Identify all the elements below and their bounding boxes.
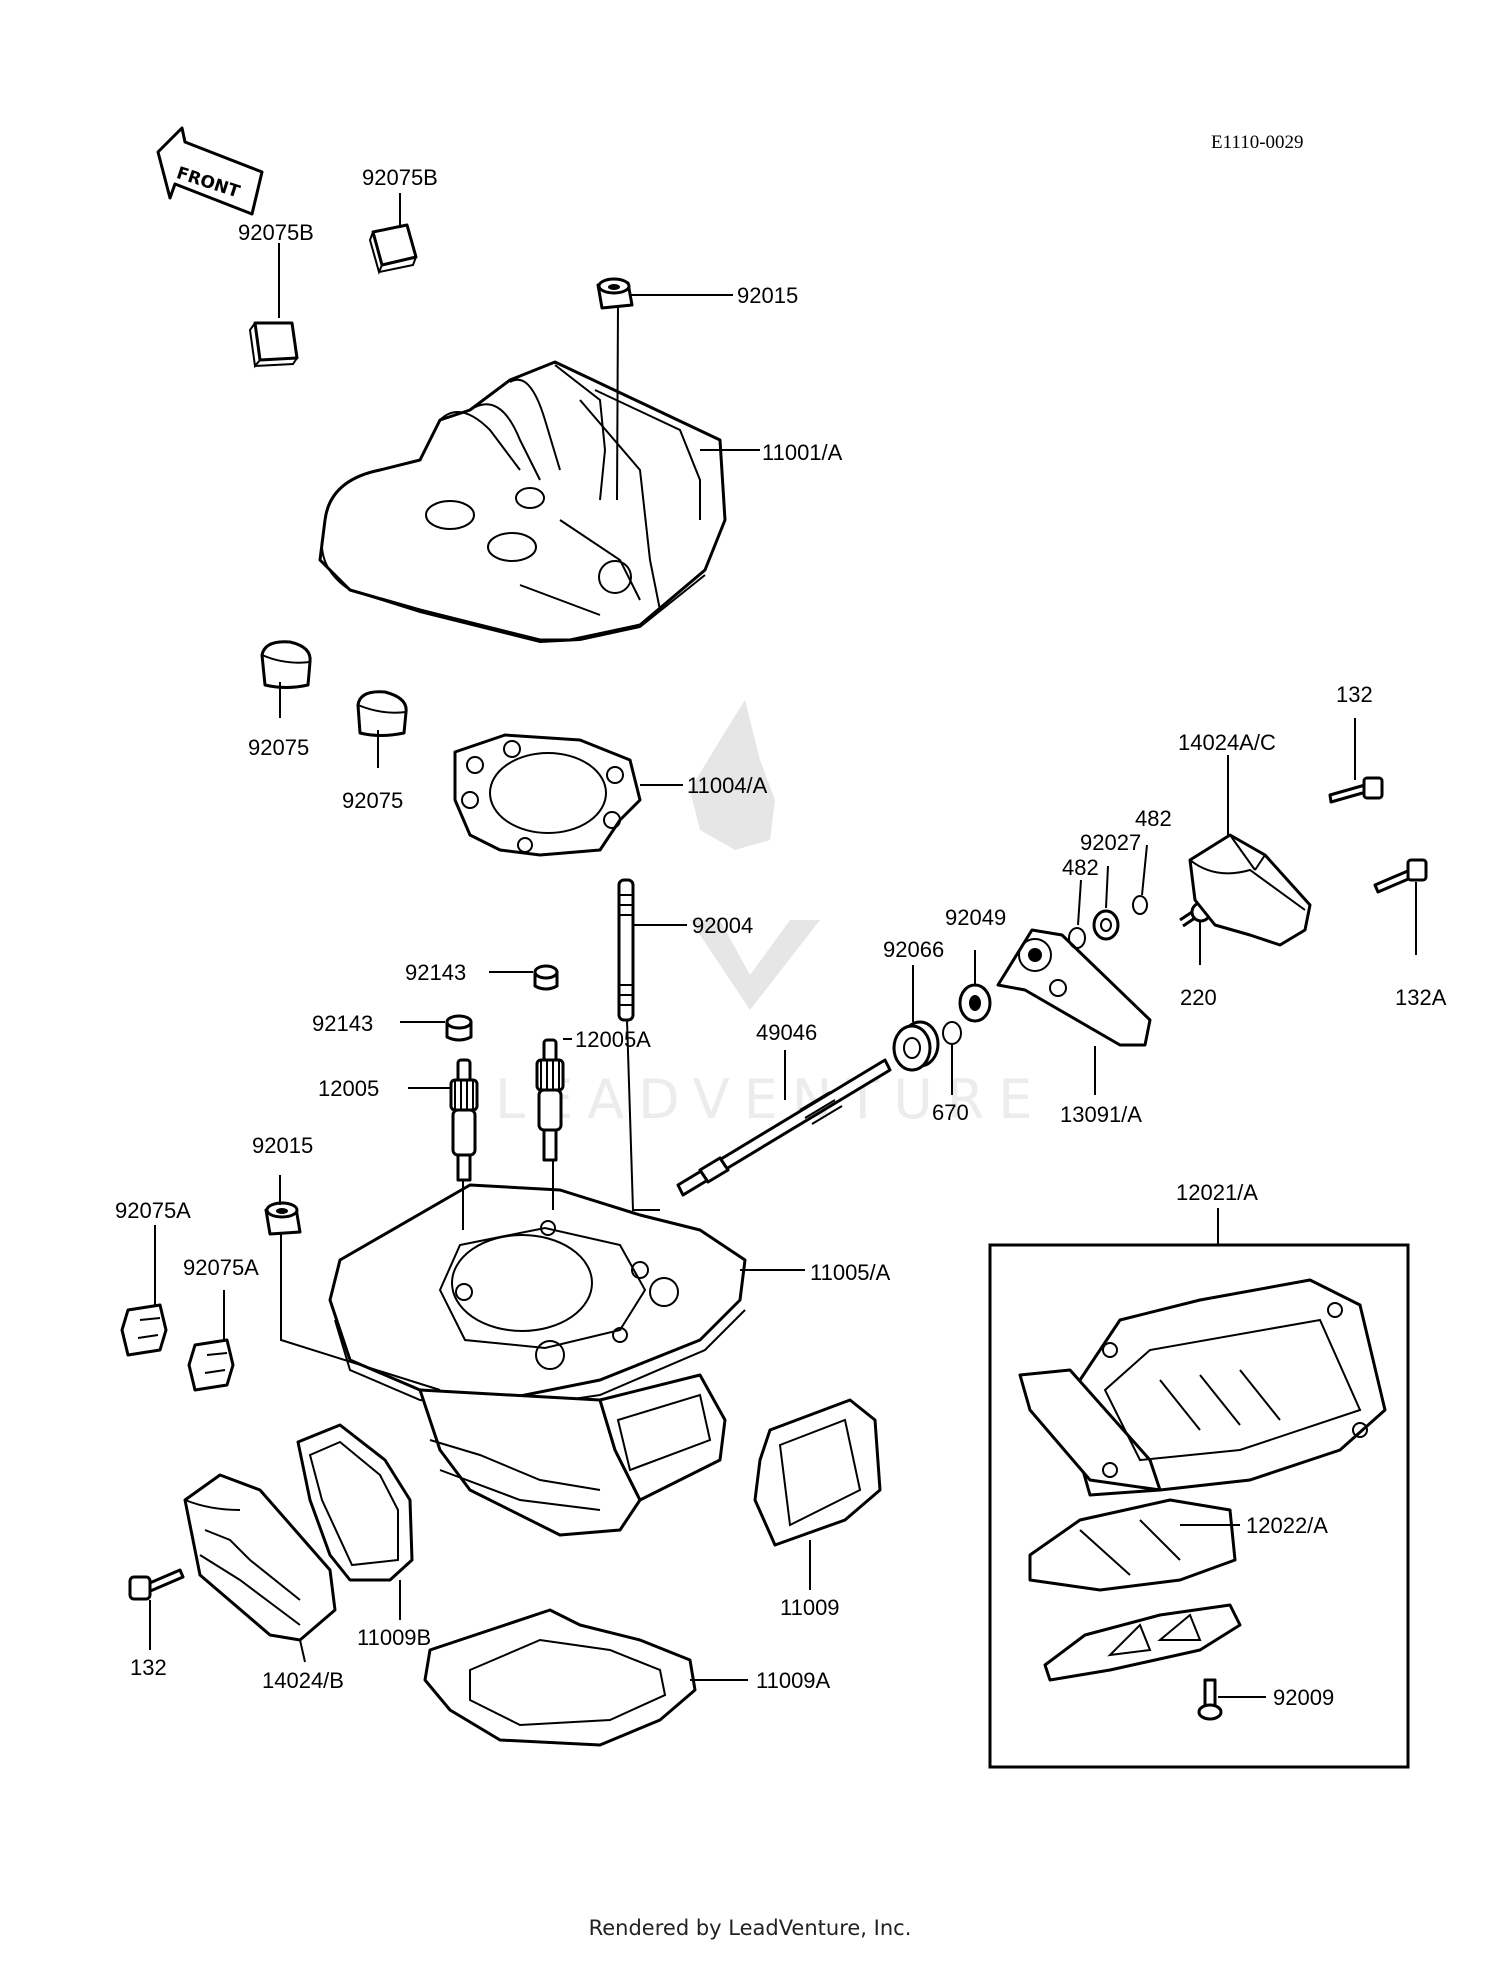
reed-valve-12021A [1018,1278,1387,1497]
head-gasket [453,733,642,857]
bearing-92049 [958,983,992,1023]
leadventure-watermark: LEADVENTURE [495,700,1046,1131]
label-92049: 92049 [945,905,1006,930]
label-11001A: 11001/A [762,440,843,465]
label-92075B-top: 92075B [362,165,438,190]
gasket-11009 [753,1398,882,1547]
block-92075A-b [187,1338,235,1392]
label-92027: 92027 [1080,830,1141,855]
label-92075-b: 92075 [342,788,403,813]
block-92075A-a [120,1303,168,1357]
base-gasket-11009A [423,1608,697,1747]
cap-92075-b [356,690,408,737]
label-92066: 92066 [883,937,944,962]
cap-92075B-top [368,223,418,275]
label-482-top: 482 [1135,806,1172,831]
bolt-132A [1373,858,1428,894]
label-92143-a: 92143 [405,960,466,985]
label-14024AC: 14024A/C [1178,730,1276,755]
cylinder-head-cover [318,360,727,644]
label-132-top: 132 [1336,682,1373,707]
reed-petal-12022A [1028,1498,1237,1592]
nut-92015-mid [264,1201,302,1236]
cylinder-block [328,1183,747,1537]
label-11009A: 11009A [756,1668,831,1693]
label-12005A: 12005A [575,1027,651,1052]
label-92143-b: 92143 [312,1011,373,1036]
washer-482-mid [1068,927,1086,949]
label-92015-top: 92015 [737,283,798,308]
gear-12005 [449,1058,479,1182]
footer-credit: Rendered by LeadVenture, Inc. [588,1916,912,1940]
label-12022A: 12022/A [1246,1513,1328,1538]
label-92075-a: 92075 [248,735,309,760]
label-92004: 92004 [692,913,753,938]
part-labels: 92075B 92075B 92015 11001/A 92075 92075 … [115,165,1447,1710]
label-14024B: 14024/B [262,1668,344,1693]
label-220: 220 [1180,985,1217,1010]
cap-92075-a [260,640,312,689]
washer-482-top [1132,895,1148,915]
front-arrow: FRONT [156,126,264,216]
gear-12005A [535,1038,565,1162]
label-13091A: 13091/A [1060,1102,1142,1127]
lever-13091A [996,928,1152,1047]
diagram-code: E1110-0029 [1211,132,1304,153]
collar-92143-a [533,964,559,991]
gasket-11009B [296,1423,414,1582]
label-12005: 12005 [318,1076,379,1101]
label-132-bottom: 132 [130,1655,167,1680]
label-92075B-left: 92075B [238,220,314,245]
label-11009B: 11009B [357,1625,431,1650]
label-132A: 132A [1395,985,1447,1010]
label-11004A: 11004/A [687,773,768,798]
screw-92009 [1197,1678,1223,1721]
bolt-132-top [1328,776,1384,804]
roller-92027 [1092,909,1120,941]
seal-92066 [892,1020,940,1072]
label-92075A-a: 92075A [115,1198,191,1223]
label-11005A: 11005/A [810,1260,891,1285]
label-92009: 92009 [1273,1685,1334,1710]
label-92015-mid: 92015 [252,1133,313,1158]
cap-92075B-left [248,321,299,369]
label-482-mid: 482 [1062,855,1099,880]
reed-valve-box [988,1243,1410,1769]
ring-670 [942,1021,962,1045]
watermark-text: LEADVENTURE [495,1068,1046,1131]
label-49046: 49046 [756,1020,817,1045]
cover-14024AC [1188,833,1312,947]
bolt-132-bottom [128,1568,185,1601]
cover-14024B [183,1473,337,1642]
shaft-49046 [676,1058,892,1197]
collar-92143-b [445,1014,473,1042]
reed-stopper [1043,1603,1242,1682]
label-11009: 11009 [780,1595,840,1620]
nut-92015-top [596,277,634,310]
leader-lines [149,193,1417,1698]
label-12021A: 12021/A [1176,1180,1258,1205]
label-92075A-b: 92075A [183,1255,259,1280]
stud-92004 [617,878,635,1022]
label-670: 670 [932,1100,969,1125]
